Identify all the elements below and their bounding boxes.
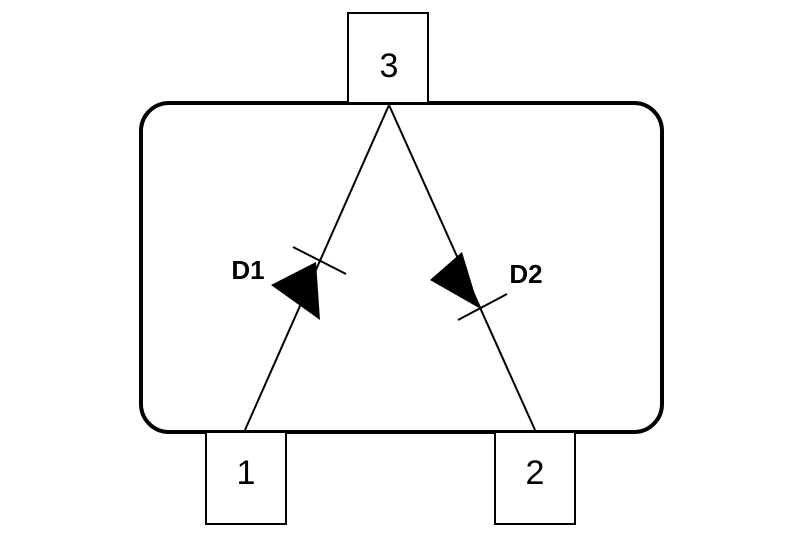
pin-3-pad (347, 12, 429, 104)
package-body (139, 101, 664, 434)
pin-1-pad (205, 431, 287, 525)
d2-anode-triangle (430, 252, 479, 308)
pin-1-label: 1 (237, 454, 256, 492)
d1-wire (244, 104, 390, 431)
d2-cathode-bar (457, 293, 508, 321)
d1-anode-triangle (271, 262, 320, 320)
diode-d2: D2 (388, 104, 543, 431)
diode-d1: D1 (231, 104, 390, 431)
d1-cathode-bar (292, 246, 347, 275)
pin-1: 1 (205, 431, 287, 525)
pin-3: 3 (347, 12, 429, 104)
pin-2-label: 2 (526, 454, 545, 492)
pin-2-pad (494, 431, 576, 525)
d2-label: D2 (509, 259, 542, 289)
pin-2: 2 (494, 431, 576, 525)
d1-label: D1 (231, 255, 264, 285)
pin-3-label: 3 (380, 47, 399, 85)
